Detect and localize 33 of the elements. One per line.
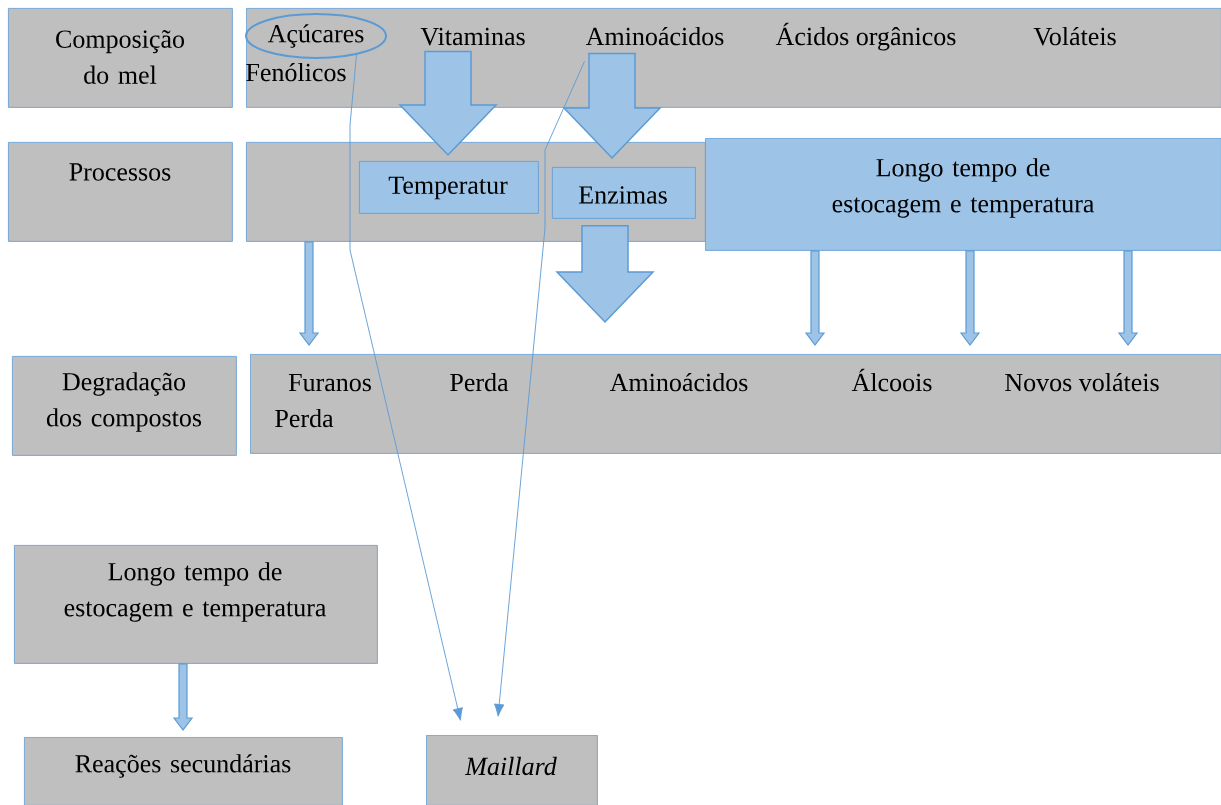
arrow [1117, 250, 1139, 346]
term: Perda [275, 408, 334, 428]
arrow [298, 241, 320, 346]
arrow [172, 663, 194, 731]
term: Aminoácidos [585, 26, 724, 46]
block-arrow [398, 50, 498, 157]
arrow [494, 61, 585, 717]
term: Fenólicos [246, 62, 346, 82]
result-box: Maillard [426, 735, 598, 805]
block-arrow [555, 225, 655, 324]
category-label-box: Degradação dos compostos [12, 356, 237, 456]
arrow [804, 250, 826, 346]
term: Furanos [288, 373, 371, 392]
block-arrow [562, 52, 662, 160]
term: Álcoois [851, 368, 932, 392]
term: Vitaminas [420, 27, 525, 46]
arrow [959, 250, 981, 346]
circled-term: Açúcares [245, 13, 387, 59]
result-box: Reações secundárias [24, 737, 343, 805]
category-band [246, 8, 1221, 108]
term: Voláteis [1033, 26, 1116, 46]
category-label-box: Composição do mel [8, 8, 233, 108]
term: Ácidos orgânicos [775, 22, 956, 51]
process-box: Longo tempo de estocagem e temperatura [14, 545, 378, 664]
term: Perda [450, 372, 509, 392]
category-label-box: Processos [8, 142, 233, 242]
process-box: Longo tempo de estocagem e temperatura [705, 138, 1221, 251]
term: Aminoácidos [609, 372, 748, 392]
term: Novos voláteis [1005, 372, 1159, 392]
process-box: Enzimas [552, 167, 696, 219]
arrow [349, 54, 463, 721]
process-box: Temperatur [359, 161, 539, 214]
result-band [250, 354, 1221, 454]
